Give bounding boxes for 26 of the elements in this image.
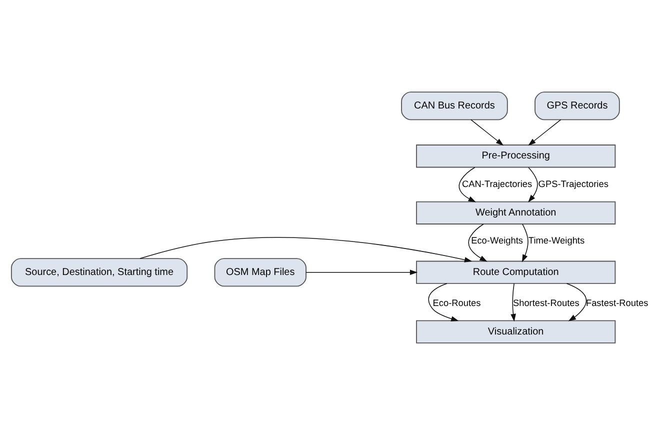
node-box: Weight Annotation <box>416 200 616 224</box>
arrow <box>528 166 538 202</box>
edge-label: Fastest-Routes <box>586 297 648 308</box>
arrow <box>566 282 587 321</box>
arrow <box>528 118 562 146</box>
edge-label: Eco-Weights <box>471 235 524 246</box>
node-box: CAN Bus Records <box>401 91 508 120</box>
arrow <box>522 223 528 262</box>
arrow <box>468 223 488 262</box>
arrow <box>140 236 472 262</box>
node-box: Route Computation <box>416 260 616 284</box>
arrow <box>470 118 504 146</box>
edge-label: Shortest-Routes <box>512 297 580 308</box>
arrow <box>510 282 516 322</box>
node-box: Pre-Processing <box>416 144 616 168</box>
node-box: Visualization <box>416 320 616 343</box>
arrow <box>306 269 418 275</box>
node-box: GPS Records <box>534 91 620 120</box>
edge-label: Time-Weights <box>528 235 585 246</box>
node-box: Source, Destination, Starting time <box>10 258 188 286</box>
arrow <box>428 282 459 321</box>
node-box: OSM Map Files <box>214 258 306 286</box>
edge-label: GPS-Trajectories <box>538 178 608 188</box>
edge-label: CAN-Trajectories <box>462 178 532 188</box>
edge-label: Eco-Routes <box>432 297 481 308</box>
arrow <box>458 166 476 202</box>
